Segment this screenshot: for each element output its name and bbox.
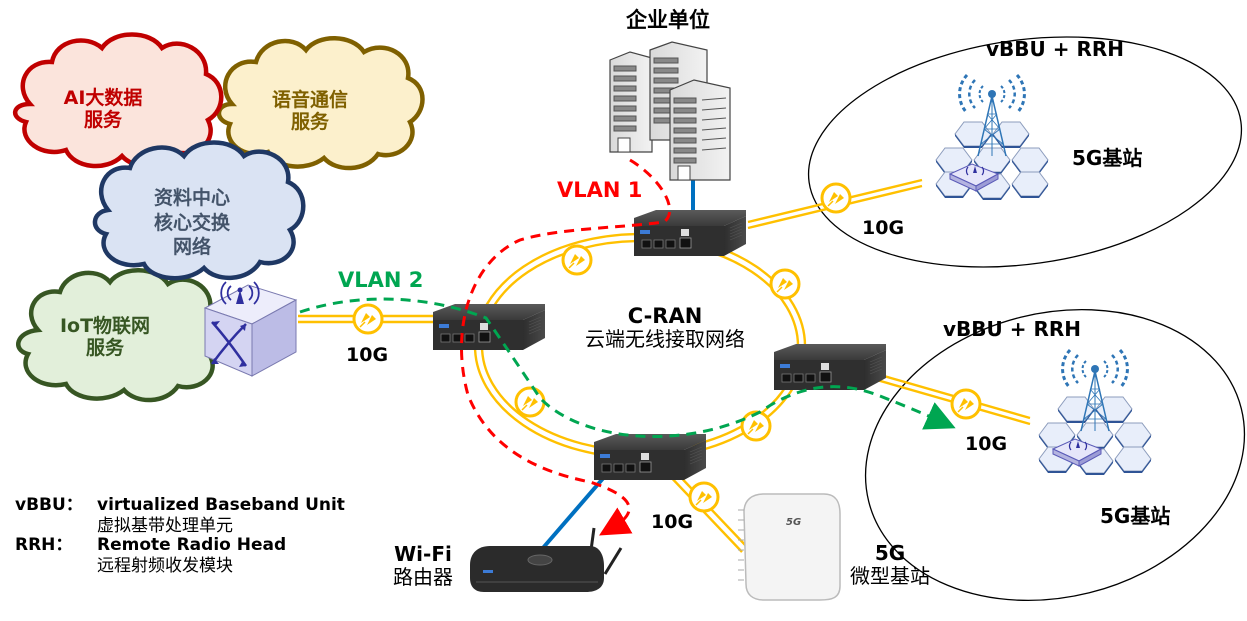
legend-cn: 远程射频收发模块 bbox=[97, 555, 233, 576]
legend-item: vBBU： virtualized Baseband Unit 虚拟基带处理单元 bbox=[15, 495, 345, 536]
legend-en: virtualized Baseband Unit bbox=[97, 495, 345, 515]
enterprise-servers-icon bbox=[609, 41, 731, 181]
legend: vBBU： virtualized Baseband Unit 虚拟基带处理单元… bbox=[15, 495, 345, 577]
fiber-amplifier-icon bbox=[352, 303, 384, 335]
link-top-right-speed: 10G bbox=[862, 217, 905, 239]
fiber-amplifier-icon bbox=[688, 481, 720, 513]
cran-title: C-RAN bbox=[627, 304, 703, 328]
site-right-title: vBBU + RRH bbox=[943, 317, 1081, 341]
cran-label: C-RAN 云端无线接取网络 bbox=[560, 304, 770, 351]
vlan1-path bbox=[460, 158, 671, 536]
small-cell-badge: 5G bbox=[786, 517, 802, 528]
cran-switch-top bbox=[633, 209, 747, 257]
small-cell-icon bbox=[738, 493, 841, 601]
legend-abbr: RRH： bbox=[15, 535, 73, 556]
vlan1-label: VLAN 1 bbox=[557, 178, 643, 202]
site-right-station: 5G基站 bbox=[1100, 504, 1171, 528]
small-cell-label: 5G 微型基站 bbox=[850, 541, 930, 588]
cloud-ai bbox=[13, 32, 224, 169]
wifi-router-label: Wi-Fi 路由器 bbox=[393, 542, 453, 589]
core-switch-icon bbox=[203, 281, 298, 377]
cloud-iot-label: IoT物联网 服务 bbox=[59, 315, 151, 359]
fiber-amplifier-icon bbox=[820, 182, 852, 214]
base-station-right-icon bbox=[1039, 350, 1151, 475]
ethernet-link-wifi bbox=[534, 466, 614, 558]
enterprise-label: 企业单位 bbox=[626, 8, 710, 32]
link-bottom-speed: 10G bbox=[651, 511, 694, 533]
fiber-amplifier-icon bbox=[740, 410, 772, 442]
link-left-speed: 10G bbox=[346, 344, 389, 366]
cloud-datacenter-label: 资料中心 核心交换 网络 bbox=[153, 187, 230, 259]
fiber-amplifier-icon bbox=[561, 244, 593, 276]
vlan2-label: VLAN 2 bbox=[338, 268, 424, 292]
fiber-amplifier-icon bbox=[769, 268, 801, 300]
base-station-top-icon bbox=[936, 75, 1048, 200]
cloud-datacenter bbox=[92, 140, 306, 281]
cran-subtitle: 云端无线接取网络 bbox=[585, 327, 745, 352]
wifi-router-icon bbox=[470, 527, 623, 592]
fiber-amplifier-icon bbox=[950, 388, 982, 420]
cran-switch-left bbox=[432, 303, 546, 351]
site-top-station: 5G基站 bbox=[1072, 146, 1143, 170]
site-right-boundary bbox=[864, 308, 1246, 602]
legend-item: RRH： Remote Radio Head 远程射频收发模块 bbox=[15, 535, 345, 576]
site-top-title: vBBU + RRH bbox=[986, 37, 1124, 61]
cloud-ai-label: AI大数据 服务 bbox=[63, 87, 143, 131]
link-right-speed: 10G bbox=[965, 433, 1008, 455]
legend-abbr: vBBU： bbox=[15, 495, 83, 515]
legend-cn: 虚拟基带处理单元 bbox=[97, 515, 233, 536]
cran-switch-right bbox=[773, 343, 887, 391]
legend-en: Remote Radio Head bbox=[97, 535, 287, 556]
site-top-boundary bbox=[807, 36, 1243, 268]
cran-switch-bottom bbox=[593, 433, 707, 481]
fiber-amplifier-icon bbox=[514, 386, 546, 418]
cloud-voice-label: 语音通信 服务 bbox=[271, 89, 348, 133]
